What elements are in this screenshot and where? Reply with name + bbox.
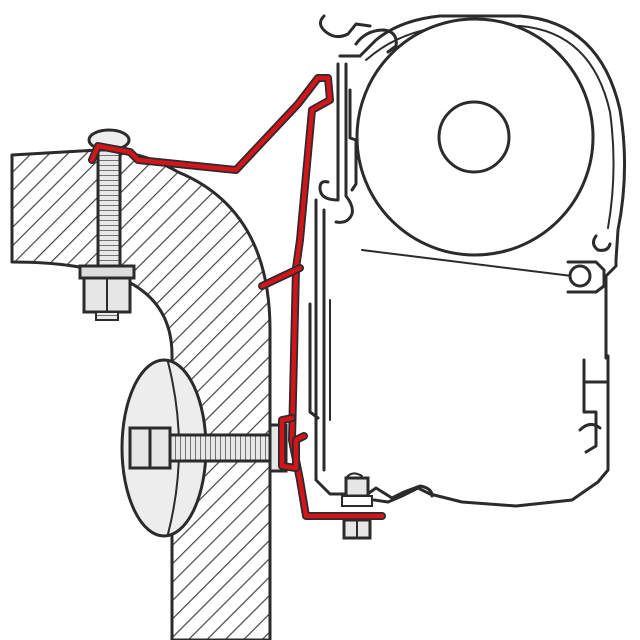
awning-cassette-icon <box>308 14 627 508</box>
mounting-bolt-icon <box>341 472 373 540</box>
fabric-roller-icon <box>355 17 606 294</box>
adapter-bracket-icon <box>88 74 386 520</box>
